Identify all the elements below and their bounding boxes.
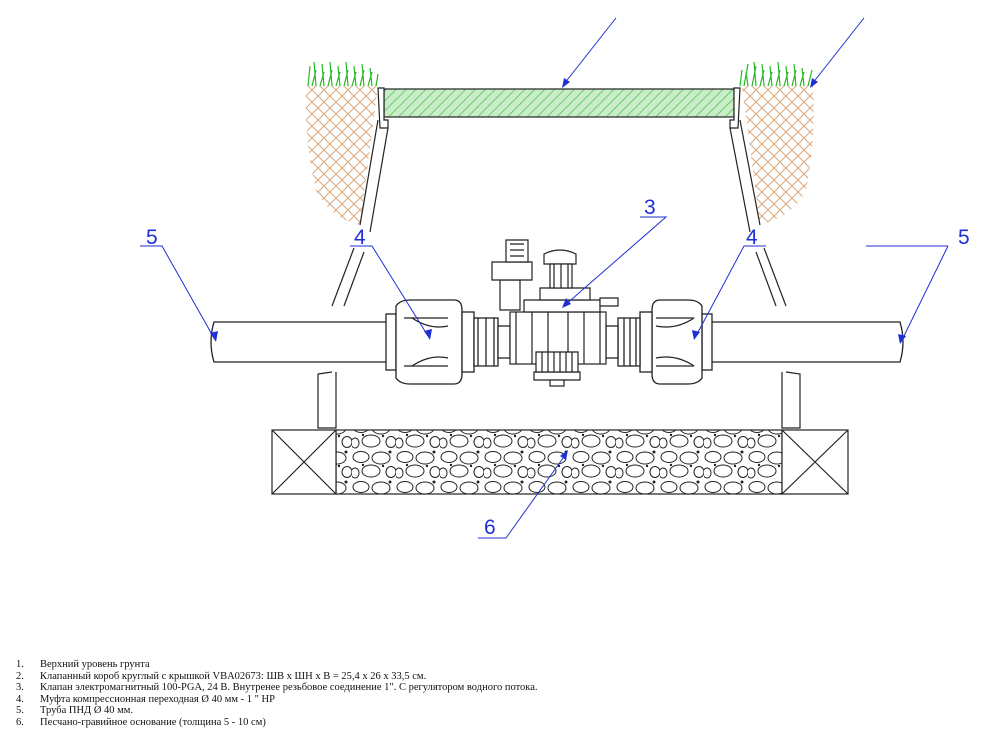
valve-box-walls — [317, 119, 801, 429]
callout-6: 6 — [484, 516, 496, 539]
support-block-left — [271, 429, 337, 495]
callout-4-left: 4 — [354, 226, 366, 249]
pipe-right — [712, 321, 904, 363]
legend-item: 6.Песчано-гравийное основание (толщина 5… — [16, 716, 266, 728]
legend-list: 1.Верхний уровень грунта 2.Клапанный кор… — [16, 659, 538, 729]
grass-left — [307, 61, 379, 87]
callout-5-left: 5 — [146, 226, 158, 249]
callout-4-right: 4 — [746, 226, 758, 249]
pipe-left — [210, 321, 386, 363]
callout-5-right: 5 — [958, 226, 970, 249]
legend-item: 4.Муфта компрессионная переходная Ø 40 м… — [16, 693, 275, 705]
solenoid-valve — [491, 239, 619, 387]
compression-fitting-left — [385, 299, 511, 385]
compression-fitting-right — [605, 299, 713, 385]
legend-item: 5.Труба ПНД Ø 40 мм. — [16, 705, 134, 717]
legend-item: 3.Клапан электромагнитный 100-PGA, 24 В.… — [16, 682, 538, 694]
installation-drawing: 3 4 4 5 5 6 — [140, 17, 970, 539]
valve-box-lid — [377, 87, 741, 129]
leader-lines — [140, 17, 949, 539]
grass-right — [739, 61, 813, 87]
legend-item: 1.Верхний уровень грунта — [16, 659, 150, 670]
soil-right — [742, 86, 814, 225]
soil-left — [305, 86, 378, 225]
gravel-base — [335, 429, 783, 495]
legend-item: 2.Клапанный короб круглый с крышкой VBA0… — [16, 670, 427, 682]
support-block-right — [781, 429, 849, 495]
leader-arrowheads — [210, 78, 906, 460]
callout-3: 3 — [644, 196, 656, 219]
